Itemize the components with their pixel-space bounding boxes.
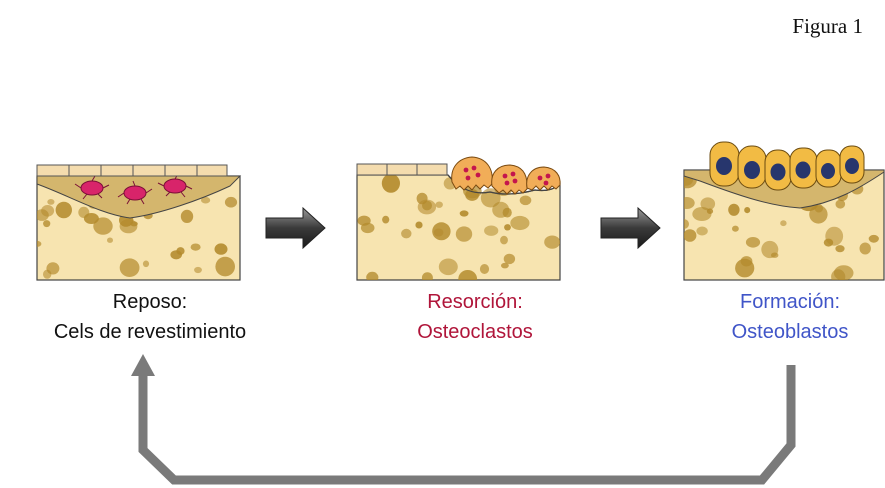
bone-pore <box>835 245 845 253</box>
bone-pore <box>214 243 228 255</box>
bone-pore <box>500 235 508 245</box>
bone-pore <box>438 258 458 276</box>
bone-pore <box>479 264 490 274</box>
bone-pore <box>868 234 879 243</box>
bone-pore <box>360 222 375 234</box>
bone-pore <box>43 220 51 228</box>
bone-pore <box>401 228 412 239</box>
bone-pore <box>706 208 714 214</box>
bone-pore <box>435 201 443 208</box>
bone-pore <box>684 229 697 242</box>
lining-cells <box>36 164 228 177</box>
bone-pore <box>503 253 516 265</box>
bone-pore <box>119 258 140 278</box>
bone-pore <box>381 175 400 193</box>
bone-pore <box>735 258 755 278</box>
stage-resorption-subtitle: Osteoclastos <box>417 321 533 343</box>
bone-pore <box>484 225 499 236</box>
bone-pore <box>859 242 871 255</box>
resorption-bone-panel <box>356 156 561 281</box>
bone-pore <box>459 210 469 217</box>
bone-pore <box>835 199 846 209</box>
resting-bone-panel <box>36 164 242 281</box>
stage-formation-caption: Formación: Osteoblastos <box>640 287 885 347</box>
bone-pore <box>504 224 511 231</box>
stage-formation-subtitle: Osteoblastos <box>731 321 849 343</box>
bone-pore <box>433 228 444 237</box>
osteoclast-cells <box>451 156 561 195</box>
bone-pore <box>366 271 379 280</box>
bone-pore <box>696 226 708 236</box>
formation-bone-panel <box>683 141 885 281</box>
bone-pore <box>519 195 532 206</box>
bone-pore <box>47 199 55 205</box>
bone-pore <box>458 270 478 280</box>
bone-pore <box>201 196 211 204</box>
stage-resorption-title: Resorción: <box>427 291 523 313</box>
transition-arrow-2 <box>600 206 661 250</box>
lining-cells <box>356 163 448 176</box>
bone-pore <box>744 207 751 214</box>
bone-pore <box>55 201 72 219</box>
bone-pore <box>43 269 52 279</box>
bone-pore <box>510 215 530 231</box>
bone-pore <box>831 269 846 280</box>
osteocyte-cells <box>74 173 193 205</box>
bone-pore <box>544 235 560 249</box>
stage-rest-title: Reposo: <box>112 291 188 313</box>
bone-pore <box>37 240 42 247</box>
stage-resorption-caption: Resorción: Osteoclastos <box>325 287 625 347</box>
bone-pore <box>814 203 823 213</box>
transition-arrow-1 <box>265 206 326 250</box>
bone-pore <box>83 213 99 224</box>
bone-pore <box>700 197 716 211</box>
bone-pore <box>382 215 390 224</box>
osteoblast-cells <box>709 141 865 191</box>
bone-pore <box>492 201 510 218</box>
bone-pore <box>41 205 55 217</box>
bone-pore <box>142 260 150 268</box>
bone-pore <box>93 217 113 235</box>
bone-pore <box>107 237 113 243</box>
bone-pore <box>421 272 433 280</box>
bone-pore <box>692 207 712 221</box>
bone-pore <box>761 240 779 259</box>
bone-pore <box>728 203 740 216</box>
bone-pore <box>224 196 238 208</box>
bone-pore <box>745 237 761 248</box>
stage-rest-subtitle: Cels de revestimiento <box>53 321 247 343</box>
stage-formation-title: Formación: <box>739 291 841 313</box>
figure-label: Figura 1 <box>792 14 863 38</box>
bone-pore <box>180 209 194 223</box>
bone-pore <box>465 189 479 201</box>
bone-pore <box>190 243 201 251</box>
bone-pore <box>215 256 235 277</box>
bone-pore <box>194 266 202 274</box>
bone-pore <box>176 247 185 255</box>
bone-pore <box>732 225 739 232</box>
bone-pore <box>415 221 423 229</box>
bone-pore <box>501 262 509 269</box>
bone-pore <box>417 199 437 215</box>
bone-pore <box>455 226 473 242</box>
stage-rest-caption: Reposo: Cels de revestimiento <box>0 287 300 347</box>
bone-pore <box>684 197 695 209</box>
bone-pore <box>684 219 689 229</box>
cycle-return-arrow <box>131 354 796 485</box>
bone-pore <box>823 238 834 247</box>
bone-pore <box>780 220 787 227</box>
